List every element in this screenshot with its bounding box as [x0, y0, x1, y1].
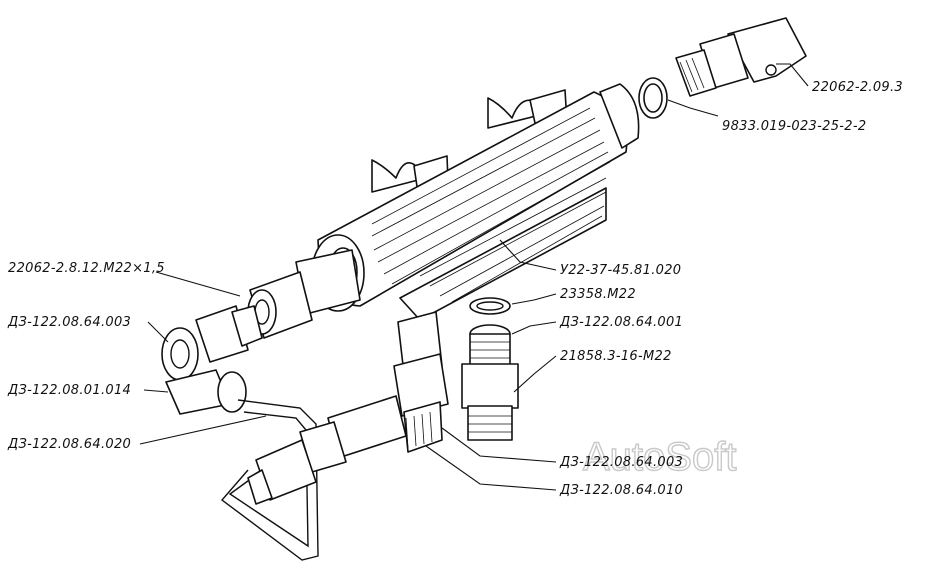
tee-fitting: [393, 311, 449, 453]
label-d3-064-003-left: ДЗ-122.08.64.003: [7, 315, 131, 330]
label-d3-064-020: ДЗ-122.08.64.020: [7, 437, 131, 452]
label-22062-2-09-3: 22062-2.09.3: [812, 80, 903, 95]
sealing-ring-right: [469, 297, 511, 315]
label-9833: 9833.019-023-25-2-2: [722, 119, 866, 134]
label-d3-064-001: ДЗ-122.08.64.001: [559, 315, 683, 330]
label-d3-064-003-right: ДЗ-122.08.64.003: [559, 455, 683, 470]
lower-union-fitting: [247, 395, 407, 505]
part-labels: 22062-2.09.3 9833.019-023-25-2-2 У22-37-…: [7, 80, 903, 498]
label-u22: У22-37-45.81.020: [560, 263, 681, 278]
label-d3-064-010: ДЗ-122.08.64.010: [559, 483, 683, 498]
left-nut-fitting: [161, 305, 263, 381]
label-21858: 21858.3-16-М22: [560, 349, 672, 364]
label-22062-2-8-12: 22062-2.8.12.М22×1,5: [8, 261, 165, 276]
sealing-ring-top: [638, 77, 668, 119]
label-d3-01-014: ДЗ-122.08.01.014: [7, 383, 131, 398]
leader-lines: [139, 63, 809, 491]
left-union-fitting: [247, 249, 361, 339]
label-23358: 23358.М22: [560, 287, 636, 302]
banjo-fitting: [165, 369, 247, 415]
watermark: AutoSoft: [583, 435, 736, 479]
right-elbow-fitting: [675, 17, 807, 97]
fuel-tube: [220, 399, 319, 561]
main-housing: [311, 83, 640, 321]
adapter-fitting-21858: [461, 324, 519, 441]
